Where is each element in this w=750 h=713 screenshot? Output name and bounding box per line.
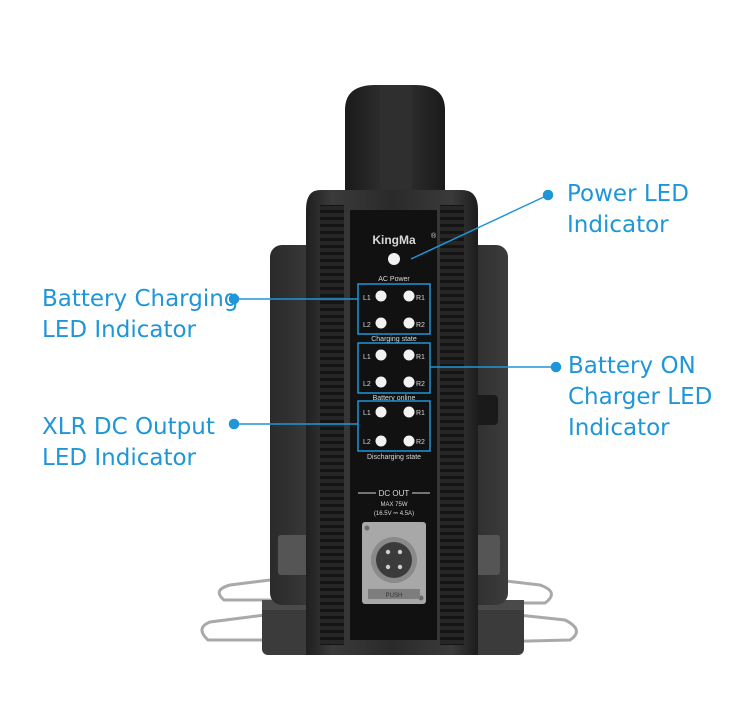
led-discharging-r2 (403, 435, 415, 447)
led-charging-l2 (375, 317, 387, 329)
dc-out-port: DC OUT MAX 75W (16.5V ⎓ 4.5A) PUSH (358, 489, 430, 604)
svg-text:L2: L2 (363, 439, 371, 446)
led-discharging-l1 (375, 406, 387, 418)
led-charging-r1 (403, 290, 415, 302)
led-charging-l1 (375, 290, 387, 302)
led-discharging-l2 (375, 435, 387, 447)
ac-power-led (388, 253, 400, 265)
svg-text:®: ® (431, 232, 437, 240)
led-online-l2 (375, 376, 387, 388)
svg-text:MAX 75W: MAX 75W (380, 502, 407, 508)
power-led-callout: Power LED Indicator (567, 181, 689, 238)
battery-on-charger-callout: Battery ON Charger LED Indicator (568, 353, 713, 441)
svg-text:R1: R1 (416, 354, 425, 361)
svg-text:L1: L1 (363, 295, 371, 302)
carry-handle (345, 85, 445, 205)
svg-text:R2: R2 (416, 439, 425, 446)
svg-text:R2: R2 (416, 381, 425, 388)
svg-text:L1: L1 (363, 354, 371, 361)
svg-text:L1: L1 (363, 410, 371, 417)
svg-text:DC OUT: DC OUT (379, 489, 410, 498)
discharging-state-group: L1 R1 L2 R2 Discharging state (357, 400, 431, 461)
battery-charging-callout: Battery Charging LED Indicator (42, 286, 239, 343)
svg-text:Discharging state: Discharging state (367, 454, 421, 461)
led-discharging-r1 (403, 406, 415, 418)
wire-stand (200, 576, 578, 644)
xlr-dc-output-callout: XLR DC Output LED Indicator (42, 414, 215, 471)
led-online-l1 (375, 349, 387, 361)
ac-power-label: AC Power (378, 276, 410, 283)
svg-text:Battery online: Battery online (373, 395, 416, 402)
led-charging-r2 (403, 317, 415, 329)
svg-text:L2: L2 (363, 381, 371, 388)
svg-text:KingMa: KingMa (372, 233, 416, 247)
battery-online-group: L1 R1 L2 R2 Battery online (357, 342, 431, 402)
svg-text:L2: L2 (363, 322, 371, 329)
svg-text:Charging state: Charging state (371, 336, 417, 343)
led-online-r2 (403, 376, 415, 388)
callout-lines (228, 189, 562, 430)
svg-text:R2: R2 (416, 322, 425, 329)
led-online-r1 (403, 349, 415, 361)
charging-state-group: L1 R1 L2 R2 Charging state (357, 283, 431, 343)
svg-text:(16.5V ⎓ 4.5A): (16.5V ⎓ 4.5A) (374, 511, 414, 517)
svg-text:R1: R1 (416, 410, 425, 417)
svg-text:PUSH: PUSH (386, 593, 403, 599)
brand-logo: KingMa ® (372, 232, 437, 247)
svg-text:R1: R1 (416, 295, 425, 302)
